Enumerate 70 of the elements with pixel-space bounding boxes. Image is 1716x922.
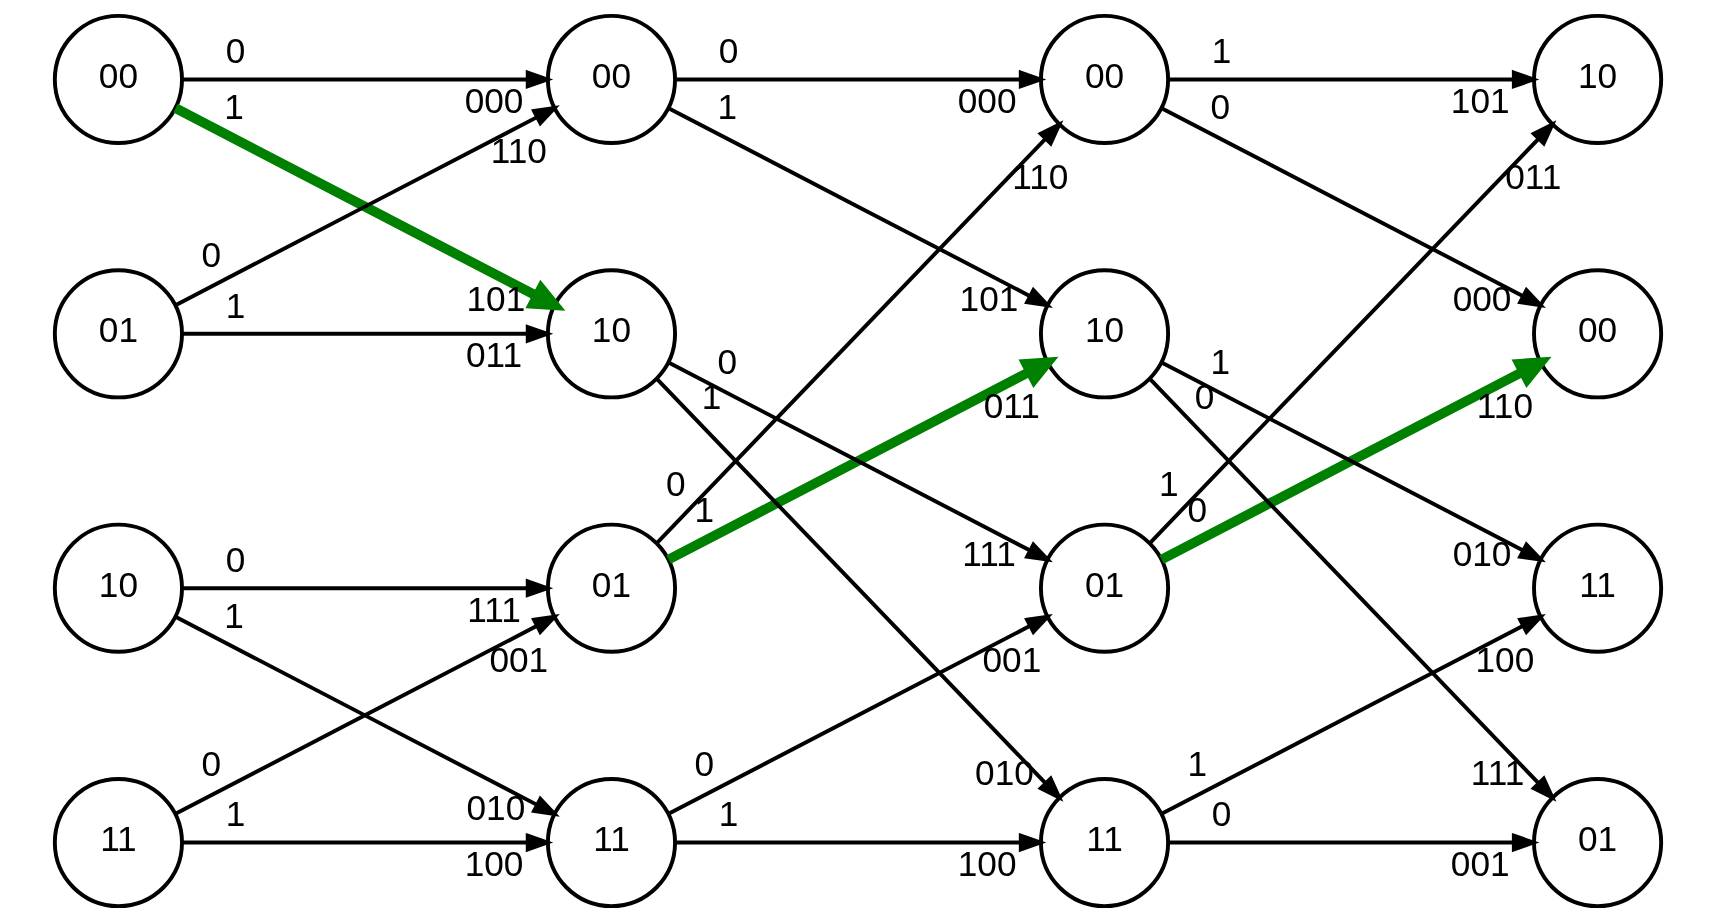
edge-label: 001 [1450, 843, 1510, 883]
node-circle: 10 [52, 522, 184, 654]
edge-label: 011 [466, 335, 523, 375]
node-circle: 11 [545, 777, 677, 909]
arrow [182, 832, 554, 853]
edge-label: 100 [957, 843, 1017, 883]
node-circle: 00 [1532, 268, 1664, 400]
label: 1 [225, 285, 246, 325]
edge-label: 100 [1475, 639, 1535, 679]
node-circle: 01 [52, 268, 184, 400]
edge-label: 011 [983, 385, 1040, 425]
arrow [667, 106, 1053, 308]
node-circle: 00 [545, 13, 677, 145]
edge-label: 110 [1012, 156, 1069, 196]
edge-label: 010 [1452, 533, 1512, 573]
edge-label: 000 [1452, 279, 1512, 319]
edge-label: 101 [959, 279, 1019, 319]
edge-label: 101 [466, 279, 526, 319]
edge-label: 111 [467, 589, 521, 629]
label: 0 [225, 539, 246, 579]
edge-label: 010 [466, 788, 526, 828]
label: 1 [1159, 464, 1179, 504]
label: 1 [718, 794, 739, 834]
label: 0 [201, 743, 222, 783]
label: 1 [1211, 31, 1232, 71]
edge-label: 100 [464, 843, 524, 883]
edge-label: 000 [957, 80, 1017, 120]
label: 0 [201, 235, 222, 275]
edge-label: 000 [464, 80, 524, 120]
arrow [182, 324, 554, 344]
label: 1 [1187, 743, 1208, 783]
arrow [1160, 106, 1546, 308]
edge-label: 110 [490, 131, 547, 171]
node-circle: 01 [1039, 522, 1171, 654]
edge-label: 111 [962, 533, 1016, 573]
node-circle: 11 [52, 777, 184, 909]
label: 1 [1210, 341, 1231, 381]
label: 0 [666, 464, 686, 504]
arrow [1148, 377, 1557, 802]
label: 1 [225, 794, 246, 834]
label: 0 [694, 743, 715, 783]
arrow [1168, 69, 1540, 90]
node-circle: 11 [1532, 522, 1664, 654]
node-circle: 01 [545, 522, 677, 654]
arrow [182, 578, 554, 598]
label: 0 [1211, 794, 1232, 834]
label: 0 [1187, 489, 1208, 529]
edge-label: 111 [1470, 752, 1525, 792]
label: 0 [1210, 87, 1231, 127]
edge-label: 001 [982, 639, 1042, 679]
node-circle: 00 [52, 13, 184, 145]
node-circle: 10 [1039, 268, 1171, 400]
node-circle: 10 [545, 268, 677, 400]
arrow [655, 377, 1064, 802]
arrow [675, 69, 1047, 90]
arrow [1160, 614, 1546, 816]
label: 1 [694, 489, 715, 529]
arrow [675, 832, 1047, 853]
edge-label: 110 [1476, 385, 1533, 425]
label: 0 [225, 31, 246, 71]
edge-label: 101 [1450, 80, 1510, 120]
label: 1 [224, 596, 244, 636]
arrow [182, 69, 554, 90]
label: 1 [717, 87, 738, 127]
arrow [1148, 120, 1557, 545]
label: 0 [718, 31, 739, 71]
arrow [667, 614, 1053, 816]
arrow [1168, 832, 1540, 853]
label: 1 [224, 87, 244, 127]
arrow [655, 120, 1064, 545]
